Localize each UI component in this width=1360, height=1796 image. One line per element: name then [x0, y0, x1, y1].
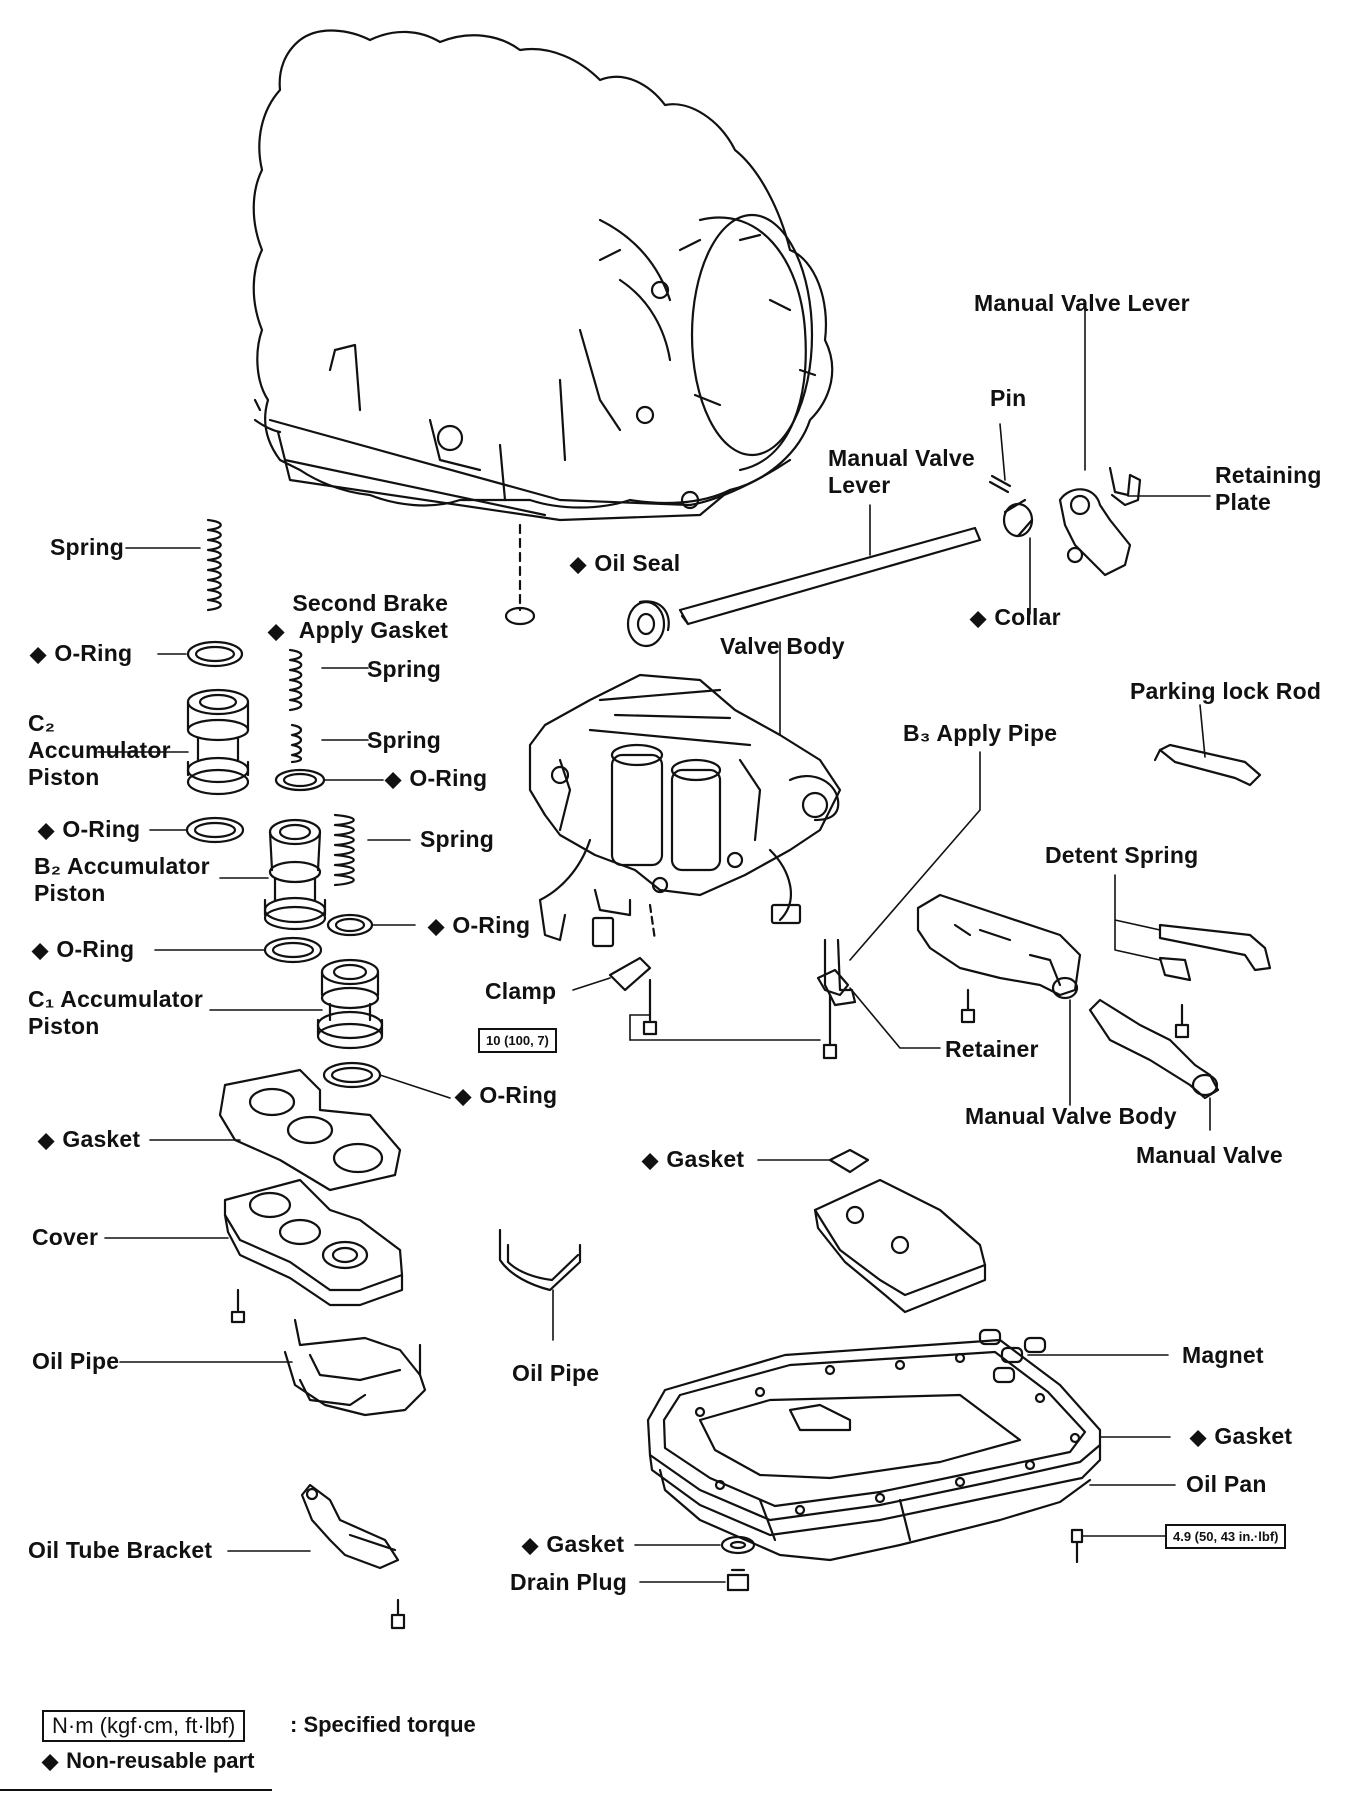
cover-bolt-part: [230, 1288, 246, 1324]
drain-gasket-part: [720, 1535, 756, 1555]
manual-valve-body-bolt-part: [960, 988, 976, 1024]
spring-1-part: [206, 518, 222, 612]
manual-valve-body-part: [916, 893, 1082, 1000]
second-brake-gasket-part: [504, 606, 536, 626]
label-detent-spring: Detent Spring: [1045, 842, 1199, 868]
spring-4-part: [333, 813, 355, 887]
magnet-part: [978, 1328, 1047, 1384]
oil-pipe-2-part: [498, 1228, 582, 1292]
oil-pan-part: [646, 1338, 1102, 1562]
detent-spring-part: [1158, 923, 1272, 982]
manual-valve-lever-shaft: [678, 526, 982, 626]
label-oil-pipe-1: Oil Pipe: [32, 1348, 120, 1374]
label-oil-seal: Oil Seal: [570, 550, 680, 578]
legend-unit-box: N·m (kgf·cm, ft·lbf): [42, 1710, 246, 1742]
label-o-ring-6: O-Ring: [455, 1082, 557, 1110]
cover-part: [223, 1178, 404, 1307]
collar-part: [1002, 498, 1034, 538]
label-manual-valve: Manual Valve: [1136, 1142, 1283, 1168]
leader-lines: [97, 309, 1211, 1583]
label-spring-3: Spring: [367, 727, 442, 753]
spring-3-part: [290, 723, 303, 764]
legend-non-reusable: Non-reusable part: [42, 1748, 254, 1774]
bracket-bolt-part: [390, 1598, 406, 1630]
manual-valve-part: [1088, 998, 1220, 1100]
label-gasket-2: Gasket: [642, 1146, 744, 1174]
spring-2-part: [288, 648, 303, 712]
label-gasket-3: Gasket: [1190, 1423, 1292, 1451]
label-second-brake-gasket: Second Brake Apply Gasket: [268, 590, 448, 645]
gasket-2-part: [828, 1148, 870, 1174]
label-parking-lock-rod: Parking lock Rod: [1130, 678, 1322, 704]
label-oil-tube-bracket: Oil Tube Bracket: [28, 1537, 213, 1563]
torque-valve-body-bolt: 10 (100, 7): [478, 1028, 557, 1053]
c2-piston-part: [186, 688, 250, 796]
label-collar: Collar: [970, 604, 1061, 632]
label-oil-pan: Oil Pan: [1186, 1471, 1267, 1497]
oil-pipe-1-part: [283, 1318, 427, 1417]
label-manual-valve-lever-top: Manual Valve Lever: [974, 290, 1190, 316]
label-o-ring-2: O-Ring: [385, 765, 487, 793]
o-ring-5-part: [263, 936, 323, 964]
label-manual-valve-lever-shaft: Manual Valve Lever: [828, 445, 975, 498]
b2-piston-part: [263, 818, 327, 931]
label-c1-piston: C₁ Accumulator Piston: [28, 986, 204, 1039]
pan-bolt-part: [1070, 1528, 1084, 1564]
detent-spring-bolt-part: [1174, 1003, 1190, 1039]
valve-body-part: [528, 673, 842, 948]
label-o-ring-5: O-Ring: [32, 936, 134, 964]
gasket-1-part: [218, 1068, 402, 1192]
o-ring-1-part: [186, 640, 244, 668]
b3-apply-pipe-part: [823, 938, 857, 1007]
label-oil-pipe-2: Oil Pipe: [512, 1360, 600, 1386]
label-c2-piston: C₂ Accumulator Piston: [28, 710, 171, 790]
label-o-ring-4: O-Ring: [428, 912, 530, 940]
o-ring-3-part: [185, 816, 245, 844]
label-valve-body: Valve Body: [720, 633, 845, 659]
parking-lock-rod-part: [1153, 743, 1262, 787]
strainer-part: [813, 1178, 987, 1314]
clamp-bolt-part: [642, 978, 658, 1036]
pin-part: [988, 474, 1012, 494]
c1-piston-part: [316, 958, 384, 1050]
label-b3-apply-pipe: B₃ Apply Pipe: [903, 720, 1058, 746]
label-cover: Cover: [32, 1224, 99, 1250]
drain-plug-part: [726, 1568, 750, 1592]
o-ring-4-part: [326, 913, 374, 937]
label-b2-piston: B₂ Accumulator Piston: [34, 853, 210, 906]
legend-unit-text: : Specified torque: [290, 1712, 476, 1737]
label-o-ring-3: O-Ring: [38, 816, 140, 844]
label-magnet: Magnet: [1182, 1342, 1264, 1368]
transmission-case: [252, 29, 834, 522]
label-spring-2: Spring: [367, 656, 442, 682]
label-pin: Pin: [990, 385, 1027, 411]
retainer-part: [816, 968, 850, 997]
label-manual-valve-body: Manual Valve Body: [965, 1103, 1177, 1129]
oil-tube-bracket-part: [300, 1483, 400, 1570]
oil-seal-part: [626, 600, 670, 648]
retainer-bolt-part: [822, 993, 838, 1060]
torque-oil-pan-bolt: 4.9 (50, 43 in.·lbf): [1165, 1524, 1287, 1549]
retaining-plate-part: [1108, 466, 1142, 507]
label-clamp: Clamp: [485, 978, 557, 1004]
label-spring-1: Spring: [50, 534, 125, 560]
label-o-ring-1: O-Ring: [30, 640, 132, 668]
label-spring-4: Spring: [420, 826, 495, 852]
label-gasket-4: Gasket: [522, 1531, 624, 1559]
label-retaining-plate: Retaining Plate: [1215, 462, 1322, 515]
label-gasket-1: Gasket: [38, 1126, 140, 1154]
clamp-part: [608, 956, 652, 992]
label-retainer: Retainer: [945, 1036, 1039, 1062]
manual-valve-lever-part: [1058, 488, 1132, 577]
label-drain-plug: Drain Plug: [510, 1569, 628, 1595]
